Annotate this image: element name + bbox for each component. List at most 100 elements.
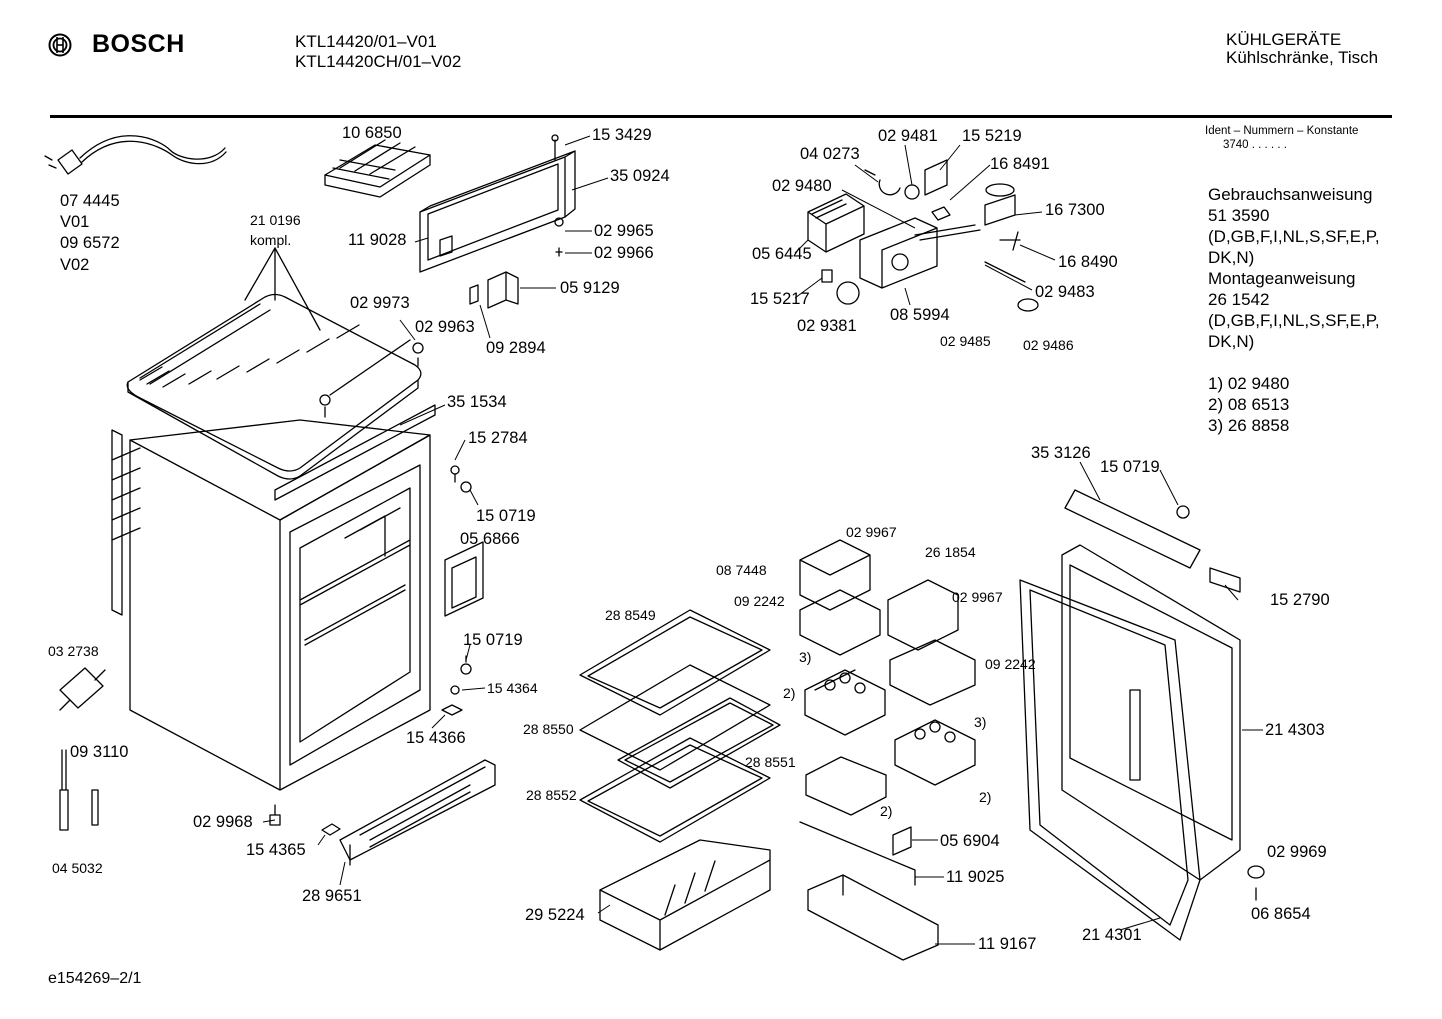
part-label: 04 0273 <box>800 145 860 163</box>
part-label: 28 9651 <box>302 887 362 905</box>
door-hinge-illustration <box>469 271 519 309</box>
part-label: 21 4303 <box>1265 721 1325 739</box>
part-label: 02 9969 <box>1267 843 1327 861</box>
bosch-logo-icon <box>48 33 72 56</box>
part-label: 21 0196 <box>250 212 301 228</box>
part-label: 28 8552 <box>526 787 577 803</box>
part-label: 35 0924 <box>610 167 670 185</box>
part-label: 15 5217 <box>750 290 810 308</box>
part-label: 11 9025 <box>946 868 1005 886</box>
top-cover-illustration <box>126 247 424 480</box>
part-label: 15 5219 <box>962 127 1022 145</box>
freezer-door-illustration <box>419 134 576 273</box>
part-label: 11 9028 <box>348 231 407 249</box>
part-label: 15 2790 <box>1270 591 1330 609</box>
refrigerator-door-illustration <box>1019 489 1265 941</box>
part-label: 15 4364 <box>487 680 538 696</box>
part-label: V01 <box>60 213 90 231</box>
part-label: 15 3429 <box>592 126 652 144</box>
part-label: 09 2242 <box>734 593 785 609</box>
category-line: Kühlschränke, Tisch <box>1226 48 1379 67</box>
part-label: 28 8549 <box>605 607 656 623</box>
part-label: 09 3110 <box>70 743 129 761</box>
part-label: 05 6866 <box>460 530 520 548</box>
part-label: 02 9968 <box>193 813 253 831</box>
note-line: DK,N) <box>1208 248 1255 267</box>
header-divider <box>50 115 1392 118</box>
part-label: 03 2738 <box>48 643 99 659</box>
part-label: 09 2242 <box>985 656 1036 672</box>
part-label: 16 7300 <box>1045 201 1105 219</box>
part-label: 02 9480 <box>772 177 832 195</box>
ident-title: Ident – Nummern – Konstante <box>1205 125 1359 137</box>
note-line: DK,N) <box>1208 332 1255 351</box>
ident-value: 3740 . . . . . . <box>1223 139 1287 151</box>
part-label: 08 5994 <box>890 306 950 324</box>
part-label: 35 3126 <box>1031 444 1091 462</box>
cabinet-plinth-illustration <box>321 759 496 866</box>
part-label: 09 6572 <box>60 234 120 252</box>
category-title: KÜHLGERÄTE Kühlschränke, Tisch <box>1226 31 1378 67</box>
ice-tray-illustration <box>324 139 431 198</box>
part-label: 02 9963 <box>415 318 475 336</box>
part-label: 3) <box>974 714 987 730</box>
model-numbers: KTL14420/01–V01 KTL14420CH/01–V02 <box>295 32 461 72</box>
part-label: 10 6850 <box>342 124 402 142</box>
cabinet-body-illustration <box>111 404 436 791</box>
note-line: Gebrauchsanweisung <box>1208 185 1373 204</box>
note-line: 26 1542 <box>1208 290 1270 309</box>
drawing-id: e154269–2/1 <box>48 970 142 987</box>
ident-block: Ident – Nummern – Konstante 3740 . . . .… <box>1205 124 1358 152</box>
part-label: 05 9129 <box>560 279 620 297</box>
part-label: 15 0719 <box>463 631 523 649</box>
part-label: 2) <box>783 685 796 701</box>
part-label: 15 4365 <box>246 841 306 859</box>
part-label: 11 9167 <box>978 935 1037 953</box>
model-line: KTL14420CH/01–V02 <box>295 52 462 71</box>
part-label: 05 6904 <box>940 832 1000 850</box>
thermostat-assembly-illustration <box>807 159 1039 312</box>
category-line: KÜHLGERÄTE <box>1226 30 1342 49</box>
brand-name: BOSCH <box>92 30 185 58</box>
power-cord-illustration <box>44 135 227 175</box>
hinge-bracket-illustration <box>59 667 106 831</box>
document-notes: Gebrauchsanweisung 51 3590 (D,GB,F,I,NL,… <box>1208 184 1380 436</box>
part-label: 21 4301 <box>1082 926 1142 944</box>
part-label: 02 9967 <box>846 524 897 540</box>
part-label: 28 8550 <box>523 721 574 737</box>
part-label: 2) <box>880 803 893 819</box>
part-label: 28 8551 <box>745 754 796 770</box>
note-line: 2) 08 6513 <box>1208 395 1290 414</box>
part-label: 02 9965 <box>594 222 654 240</box>
part-label: 09 2894 <box>486 339 546 357</box>
part-label: 02 9966 <box>594 244 654 262</box>
note-line: 1) 02 9480 <box>1208 374 1290 393</box>
brand-header: BOSCH <box>48 30 185 59</box>
part-label: 02 9381 <box>797 317 857 335</box>
part-label: 02 9481 <box>878 127 938 145</box>
door-bins-illustration <box>799 539 976 961</box>
part-label: 15 2784 <box>468 429 528 447</box>
part-label: 02 9973 <box>350 294 410 312</box>
part-label: 02 9485 <box>940 333 991 349</box>
note-line: Montageanweisung <box>1208 269 1356 288</box>
small-parts-cabinet <box>269 465 484 826</box>
part-label: 16 8490 <box>1058 253 1118 271</box>
note-line: 51 3590 <box>1208 206 1270 225</box>
note-line: 3) 26 8858 <box>1208 416 1290 435</box>
part-label: 02 9486 <box>1023 337 1074 353</box>
part-label: 16 8491 <box>990 155 1050 173</box>
part-label: 05 6445 <box>752 245 812 263</box>
part-label: 26 1854 <box>925 544 976 560</box>
part-label: 07 4445 <box>60 192 120 210</box>
note-line: (D,GB,F,I,NL,S,SF,E,P, <box>1208 227 1380 246</box>
model-line: KTL14420/01–V01 <box>295 32 437 51</box>
part-label: 15 0719 <box>1100 458 1160 476</box>
part-label: 02 9967 <box>952 589 1003 605</box>
part-label: kompl. <box>250 232 292 248</box>
part-label: 15 4366 <box>406 729 466 747</box>
part-label: 29 5224 <box>525 906 585 924</box>
